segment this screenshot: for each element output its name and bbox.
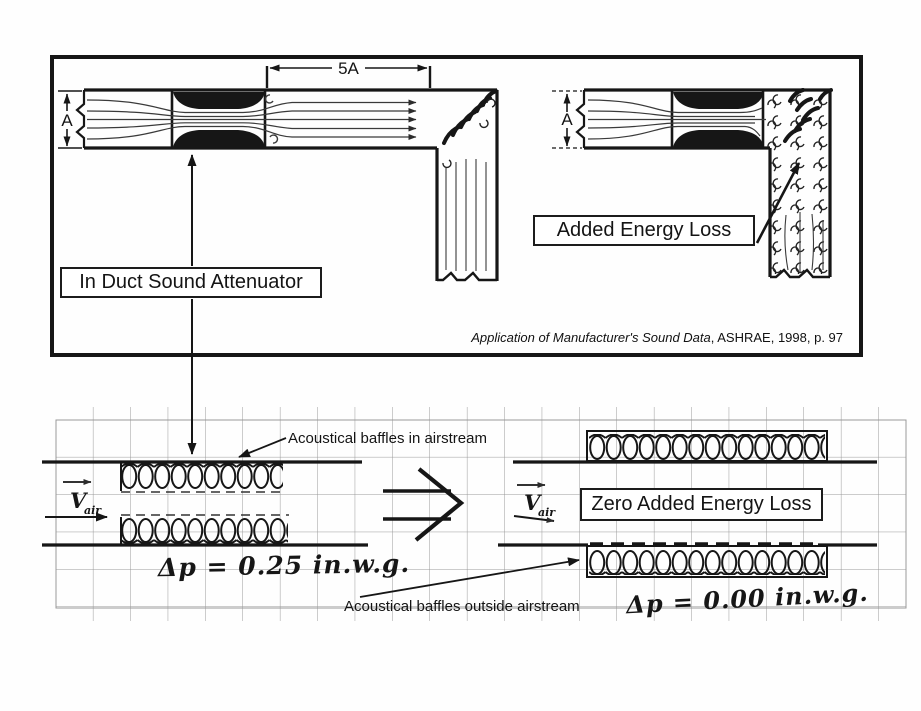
citation-title: Application of Manufacturer's Sound Data [471, 330, 711, 345]
citation: Application of Manufacturer's Sound Data… [471, 330, 843, 345]
zero-added-energy-loss-label-box: Zero Added Energy Loss [580, 488, 823, 521]
corner-swirl-arcs [442, 89, 498, 145]
dim-a-right-label: A [561, 110, 573, 129]
v-air-left: V air [45, 479, 108, 522]
baffles-in-arrow [238, 437, 287, 458]
in-duct-attenuator-label: In Duct Sound Attenuator [79, 271, 303, 293]
added-loss-arrow [755, 162, 801, 244]
v-air-left-symbol: V [70, 488, 89, 513]
added-energy-loss-label: Added Energy Loss [556, 219, 732, 241]
turbulence-bold-arcs [783, 88, 833, 143]
dimension-a-left: A [58, 90, 82, 149]
zero-added-energy-loss-label: Zero Added Energy Loss [591, 493, 812, 515]
v-air-right-symbol: V [524, 490, 543, 515]
in-duct-attenuator-label-box: In Duct Sound Attenuator [60, 267, 322, 298]
dimension-5a: 5A [265, 59, 432, 88]
dim-5a-label: 5A [338, 59, 359, 78]
right-duct-drawing [575, 88, 833, 279]
v-air-left-subscript: air [84, 504, 102, 517]
citation-rest: , ASHRAE, 1998, p. 97 [710, 330, 843, 345]
baffles-in-airstream-label: Acoustical baffles in airstream [288, 430, 487, 447]
v-air-right-subscript: air [538, 506, 556, 519]
added-energy-loss-label-box: Added Energy Loss [533, 215, 755, 246]
flow-direction-arrow [383, 467, 465, 542]
sketch-left-duct [42, 460, 368, 547]
pointer-arrows [187, 154, 801, 598]
figure-frame [50, 55, 863, 357]
v-air-right: V air [513, 482, 556, 524]
pressure-drop-left: Δp = 0.25 in.w.g. [157, 548, 411, 583]
sketch-right-duct [498, 430, 877, 578]
baffles-out-arrow [359, 557, 580, 598]
baffles-outside-airstream-label: Acoustical baffles outside airstream [344, 598, 580, 615]
left-duct-drawing [75, 88, 499, 282]
dim-a-left-label: A [61, 111, 73, 130]
dimension-a-right: A [552, 90, 582, 149]
